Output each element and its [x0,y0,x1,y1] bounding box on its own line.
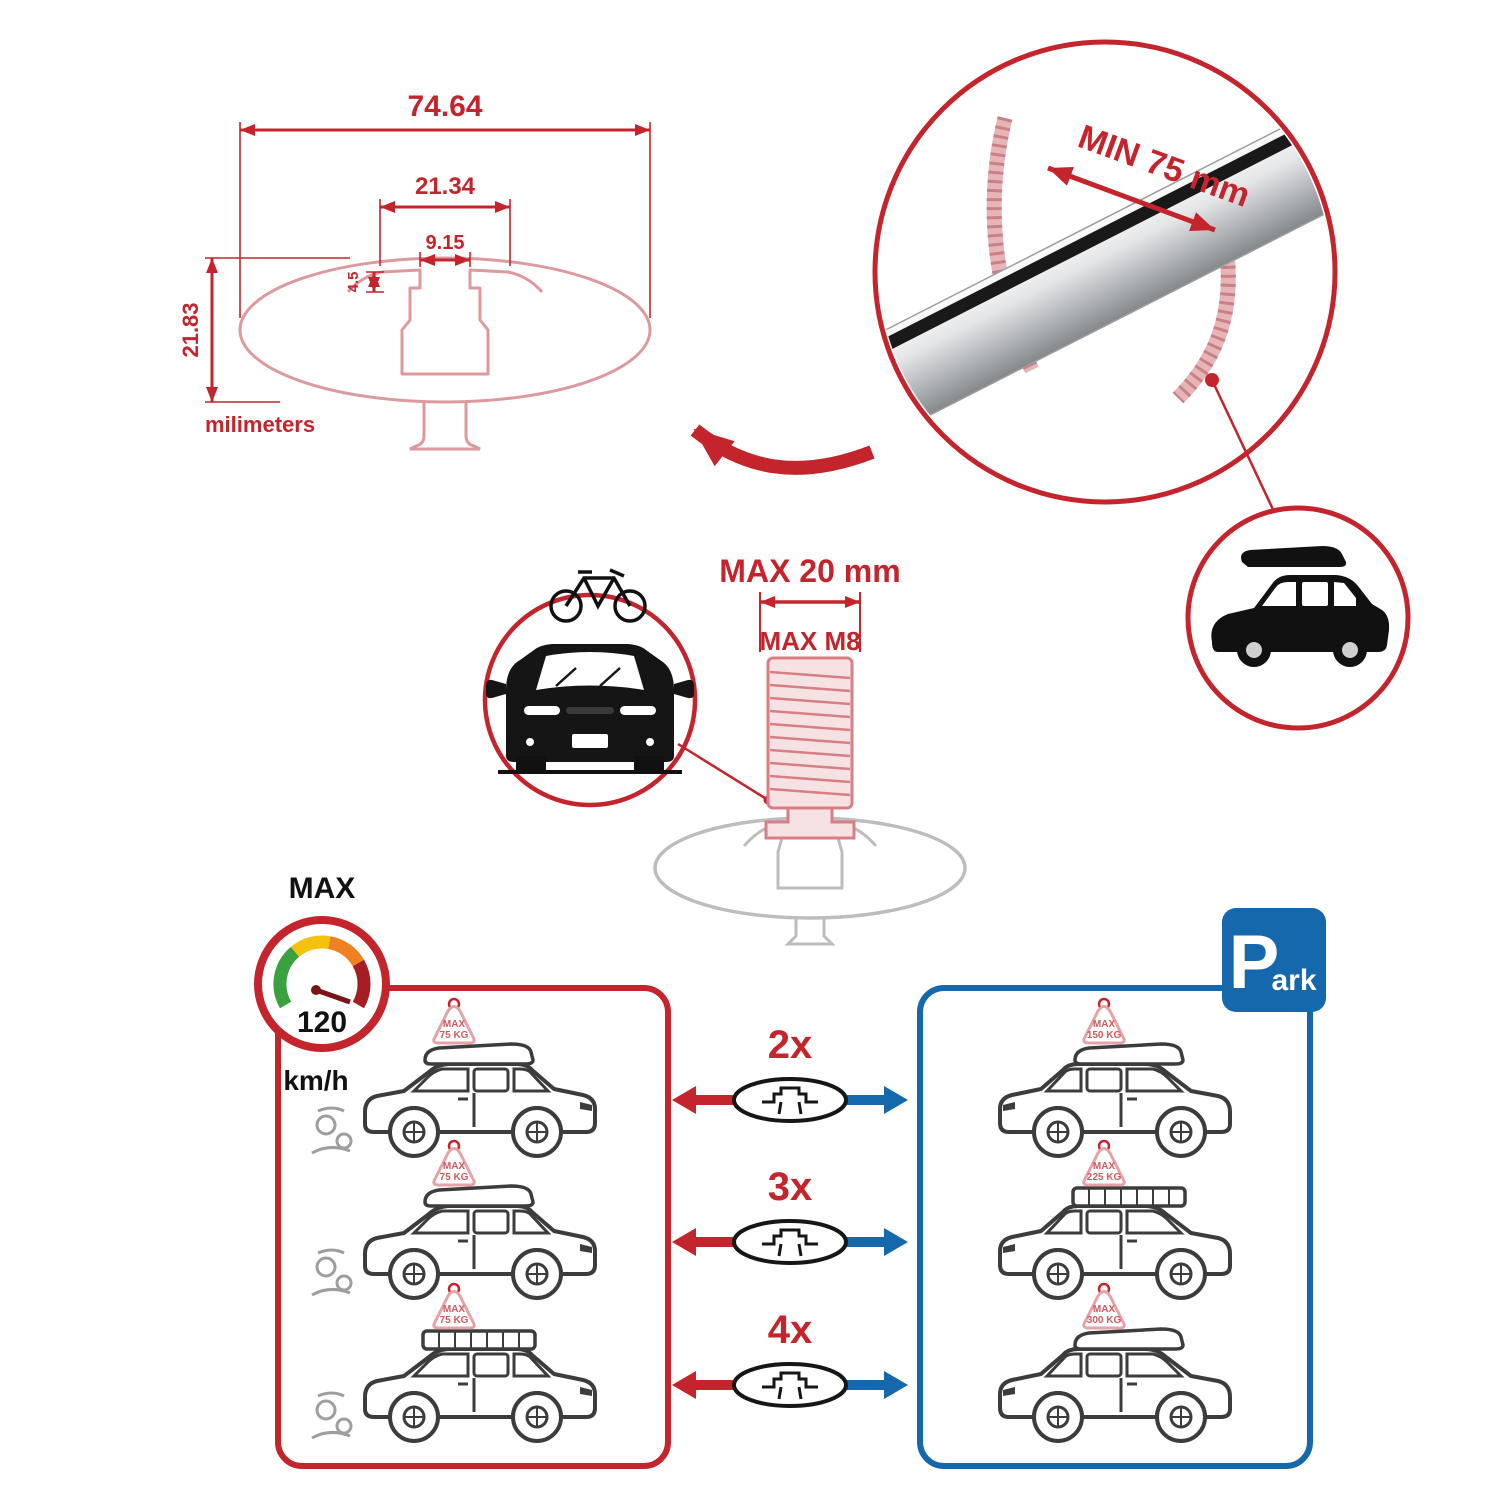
bar-cross-section-icon [732,1077,848,1123]
speedometer-gauge-arc [273,935,371,1009]
suv-roofbox-icon [1211,546,1390,667]
load-badge: MAX 225 KG [1082,1139,1126,1187]
right-arrowhead-icon [884,1086,908,1114]
badge-max-label: MAX [1093,1304,1116,1315]
load-row-1: MAX 75 KG 2x MAX 150 KG [310,997,1232,1158]
callout-line [1210,379,1280,521]
ghost-profile [653,816,967,946]
speed-value: 120 [297,1006,347,1039]
speedometer: MAX 120 km/h [254,872,390,1096]
badge-max-label: MAX [1093,1019,1116,1030]
bar-profile-ellipse [238,256,652,404]
badge-weight-label: 75 KG [440,1315,469,1326]
speedometer-needle [315,987,351,1005]
dim-total-width: 74.64 [407,90,482,123]
park-letter: P [1229,920,1280,1005]
dim-total-height: 21.83 [178,302,203,357]
park-sign: P ark [1222,908,1326,1012]
dim-slot-outer: 21.34 [415,173,476,200]
load-badge: MAX 150 KG [1082,997,1126,1045]
speed-max-label: MAX [289,872,356,905]
bolt-max-length-label: MAX 20 mm [719,553,900,589]
load-row-3: MAX 75 KG 4x MAX 300 KG [310,1282,1232,1443]
bolt-diagram: MAX 20 mm MAX M8 [653,553,967,946]
load-badge: MAX 75 KG [432,1282,476,1330]
dimension-arrows [206,124,650,402]
badge-max-label: MAX [443,1161,466,1172]
car-front-icon [486,644,694,774]
load-row-2: MAX 75 KG 3x MAX 225 KG [310,1139,1232,1300]
left-arrowhead-icon [672,1228,696,1256]
speedometer-hub [311,985,321,995]
left-arrowhead-icon [672,1086,696,1114]
load-badge: MAX 300 KG [1082,1282,1126,1330]
badge-weight-label: 75 KG [440,1172,469,1183]
left-arrowhead-icon [672,1371,696,1399]
badge-max-label: MAX [443,1304,466,1315]
cargo-box-icon [1073,1042,1185,1066]
units-label: milimeters [205,412,315,437]
cargo-basket-icon [1071,1186,1187,1208]
load-badge: MAX 75 KG [432,997,476,1045]
bicycle-icon [549,568,647,623]
bolt-max-thread-label: MAX M8 [759,626,860,656]
zoom-arrow-icon [690,424,875,475]
speed-units: km/h [283,1065,348,1096]
cargo-box-icon [1073,1327,1185,1351]
dim-lip-depth: 4.5 [345,272,362,293]
badge-weight-label: 300 KG [1087,1315,1122,1326]
bar-cross-section-icon [732,1219,848,1265]
bolt-icon [764,656,856,840]
qty-label: 3x [768,1165,813,1209]
bar-detail-circle: MIN 75 mm [872,39,1338,521]
bolt-callout-line [677,742,769,802]
badge-weight-label: 75 KG [440,1030,469,1041]
badge-max-label: MAX [1093,1161,1116,1172]
qty-label: 4x [768,1308,813,1352]
cargo-box-icon [423,1042,535,1066]
t-slot-profile [346,268,544,376]
dim-slot-inner: 9.15 [426,232,465,254]
right-arrowhead-icon [884,1228,908,1256]
badge-weight-label: 150 KG [1087,1030,1122,1041]
cross-section-diagram: 74.64 21.34 9.15 21.83 4.5 milimeters [178,90,652,451]
extension-lines [205,122,651,403]
cargo-basket-icon [421,1329,537,1351]
bar-cross-section-icon [732,1362,848,1408]
load-badge: MAX 75 KG [432,1139,476,1187]
t-slot-stem [409,401,481,451]
car-front-circle [482,568,773,808]
car-roofbox-circle [1185,505,1411,731]
badge-max-label: MAX [443,1019,466,1030]
right-arrowhead-icon [884,1371,908,1399]
park-suffix: ark [1271,964,1316,997]
badge-weight-label: 225 KG [1087,1172,1122,1183]
cargo-box-icon [423,1184,535,1208]
qty-label: 2x [768,1023,813,1067]
